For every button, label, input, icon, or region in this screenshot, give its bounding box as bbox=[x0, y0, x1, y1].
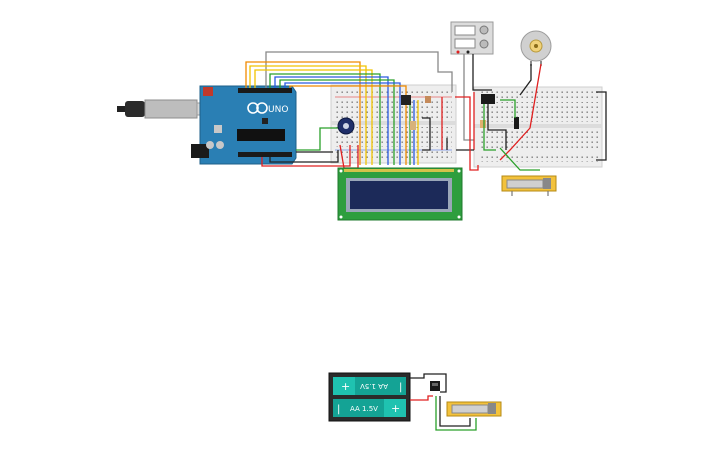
lcd-pins bbox=[344, 169, 454, 172]
breadboard1-components[interactable] bbox=[401, 95, 448, 151]
resistor-2 bbox=[410, 121, 416, 130]
battery-cell-bottom-label: AA 1.5V bbox=[350, 405, 378, 413]
arduino-brand-label: UNO bbox=[268, 105, 288, 115]
potentiometer-icon bbox=[343, 123, 349, 129]
bottom-circuit-wires[interactable] bbox=[410, 373, 477, 431]
dc-motor[interactable] bbox=[520, 30, 552, 66]
power-supply[interactable] bbox=[450, 21, 494, 55]
potentiometer[interactable] bbox=[337, 117, 355, 135]
capacitor-2 bbox=[216, 141, 224, 149]
power-supply-icon bbox=[456, 50, 470, 54]
slide-switch-top[interactable] bbox=[501, 175, 557, 196]
motor-wires[interactable] bbox=[499, 63, 542, 161]
battery-cell-top-label: AA 1.5V bbox=[360, 382, 388, 390]
arduino-infinity-logo-icon bbox=[247, 102, 268, 114]
transistor-icon bbox=[401, 95, 411, 105]
slide-switch-bottom[interactable] bbox=[446, 401, 502, 417]
battery-minus-bottom: | bbox=[337, 404, 340, 415]
arduino-uno-board[interactable]: UNO bbox=[191, 85, 297, 165]
analog-header bbox=[238, 152, 292, 157]
battery-minus-top: | bbox=[399, 382, 402, 393]
breadboard2-components[interactable] bbox=[473, 91, 607, 171]
transistor-bottom[interactable] bbox=[430, 381, 440, 391]
reset-button[interactable] bbox=[203, 87, 213, 96]
transistor-icon bbox=[481, 94, 495, 104]
crystal bbox=[214, 125, 222, 133]
diode bbox=[514, 117, 519, 129]
lcd-screen bbox=[350, 181, 448, 209]
power-wires[interactable] bbox=[261, 127, 359, 169]
usb-chip bbox=[262, 118, 268, 124]
atmega-chip bbox=[237, 129, 285, 141]
power-jack bbox=[191, 144, 209, 158]
slide-switch-icon bbox=[488, 403, 496, 414]
battery-plus-top: + bbox=[341, 380, 350, 393]
resistor-1 bbox=[425, 96, 431, 103]
usb-cable[interactable] bbox=[117, 99, 210, 119]
signal-wires[interactable] bbox=[245, 51, 453, 165]
lcd-display[interactable] bbox=[337, 167, 463, 221]
battery-pack[interactable]: + | AA 1.5V | + AA 1.5V bbox=[328, 372, 411, 422]
resistor-3 bbox=[480, 120, 486, 128]
battery-plus-bottom: + bbox=[391, 402, 400, 415]
slide-switch-icon bbox=[543, 178, 551, 189]
capacitor-1 bbox=[206, 141, 214, 149]
digital-header bbox=[238, 88, 292, 93]
breadboard-secondary[interactable] bbox=[473, 86, 603, 168]
